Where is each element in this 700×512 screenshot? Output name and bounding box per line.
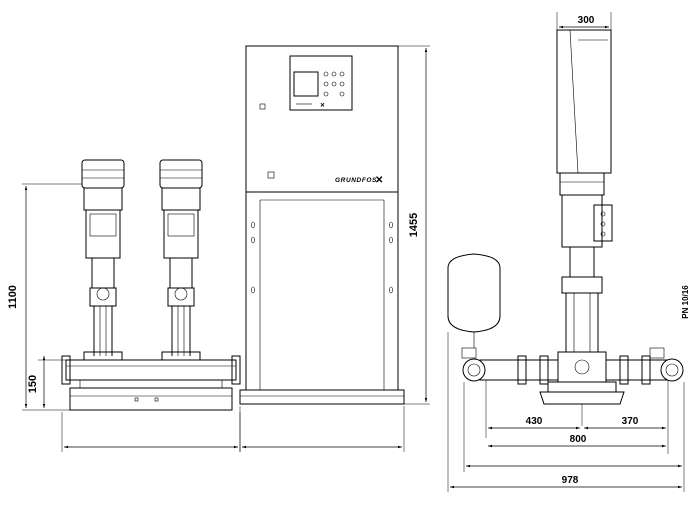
front-view-pump-set: 1100 150 [7,159,241,452]
controller-x-mark: ✕ [320,102,325,109]
brand-logo-mark: ✕ [375,175,383,186]
dimension-front-height: 1100 [7,285,19,309]
dimension-side-right: 370 [622,416,639,427]
pressure-rating-label: PN 10/16 [681,285,690,319]
control-cabinet: ✕ GRUNDFOS ✕ 1455 [239,45,430,452]
dimension-side-left: 430 [526,416,543,427]
pump-2 [159,159,203,361]
brand-logo-text: GRUNDFOS [335,177,377,184]
dimension-cabinet-height: 1455 [408,213,420,237]
pump-1 [81,159,125,361]
dimension-side-overall: 978 [562,475,579,486]
side-view: PN 10/16 300 430 370 800 978 [447,12,690,492]
dimension-side-manifold: 800 [570,434,587,445]
diaphragm-tank [447,253,501,348]
dimension-cabinet-depth: 300 [578,15,595,26]
dimension-manifold-height: 150 [27,375,39,393]
